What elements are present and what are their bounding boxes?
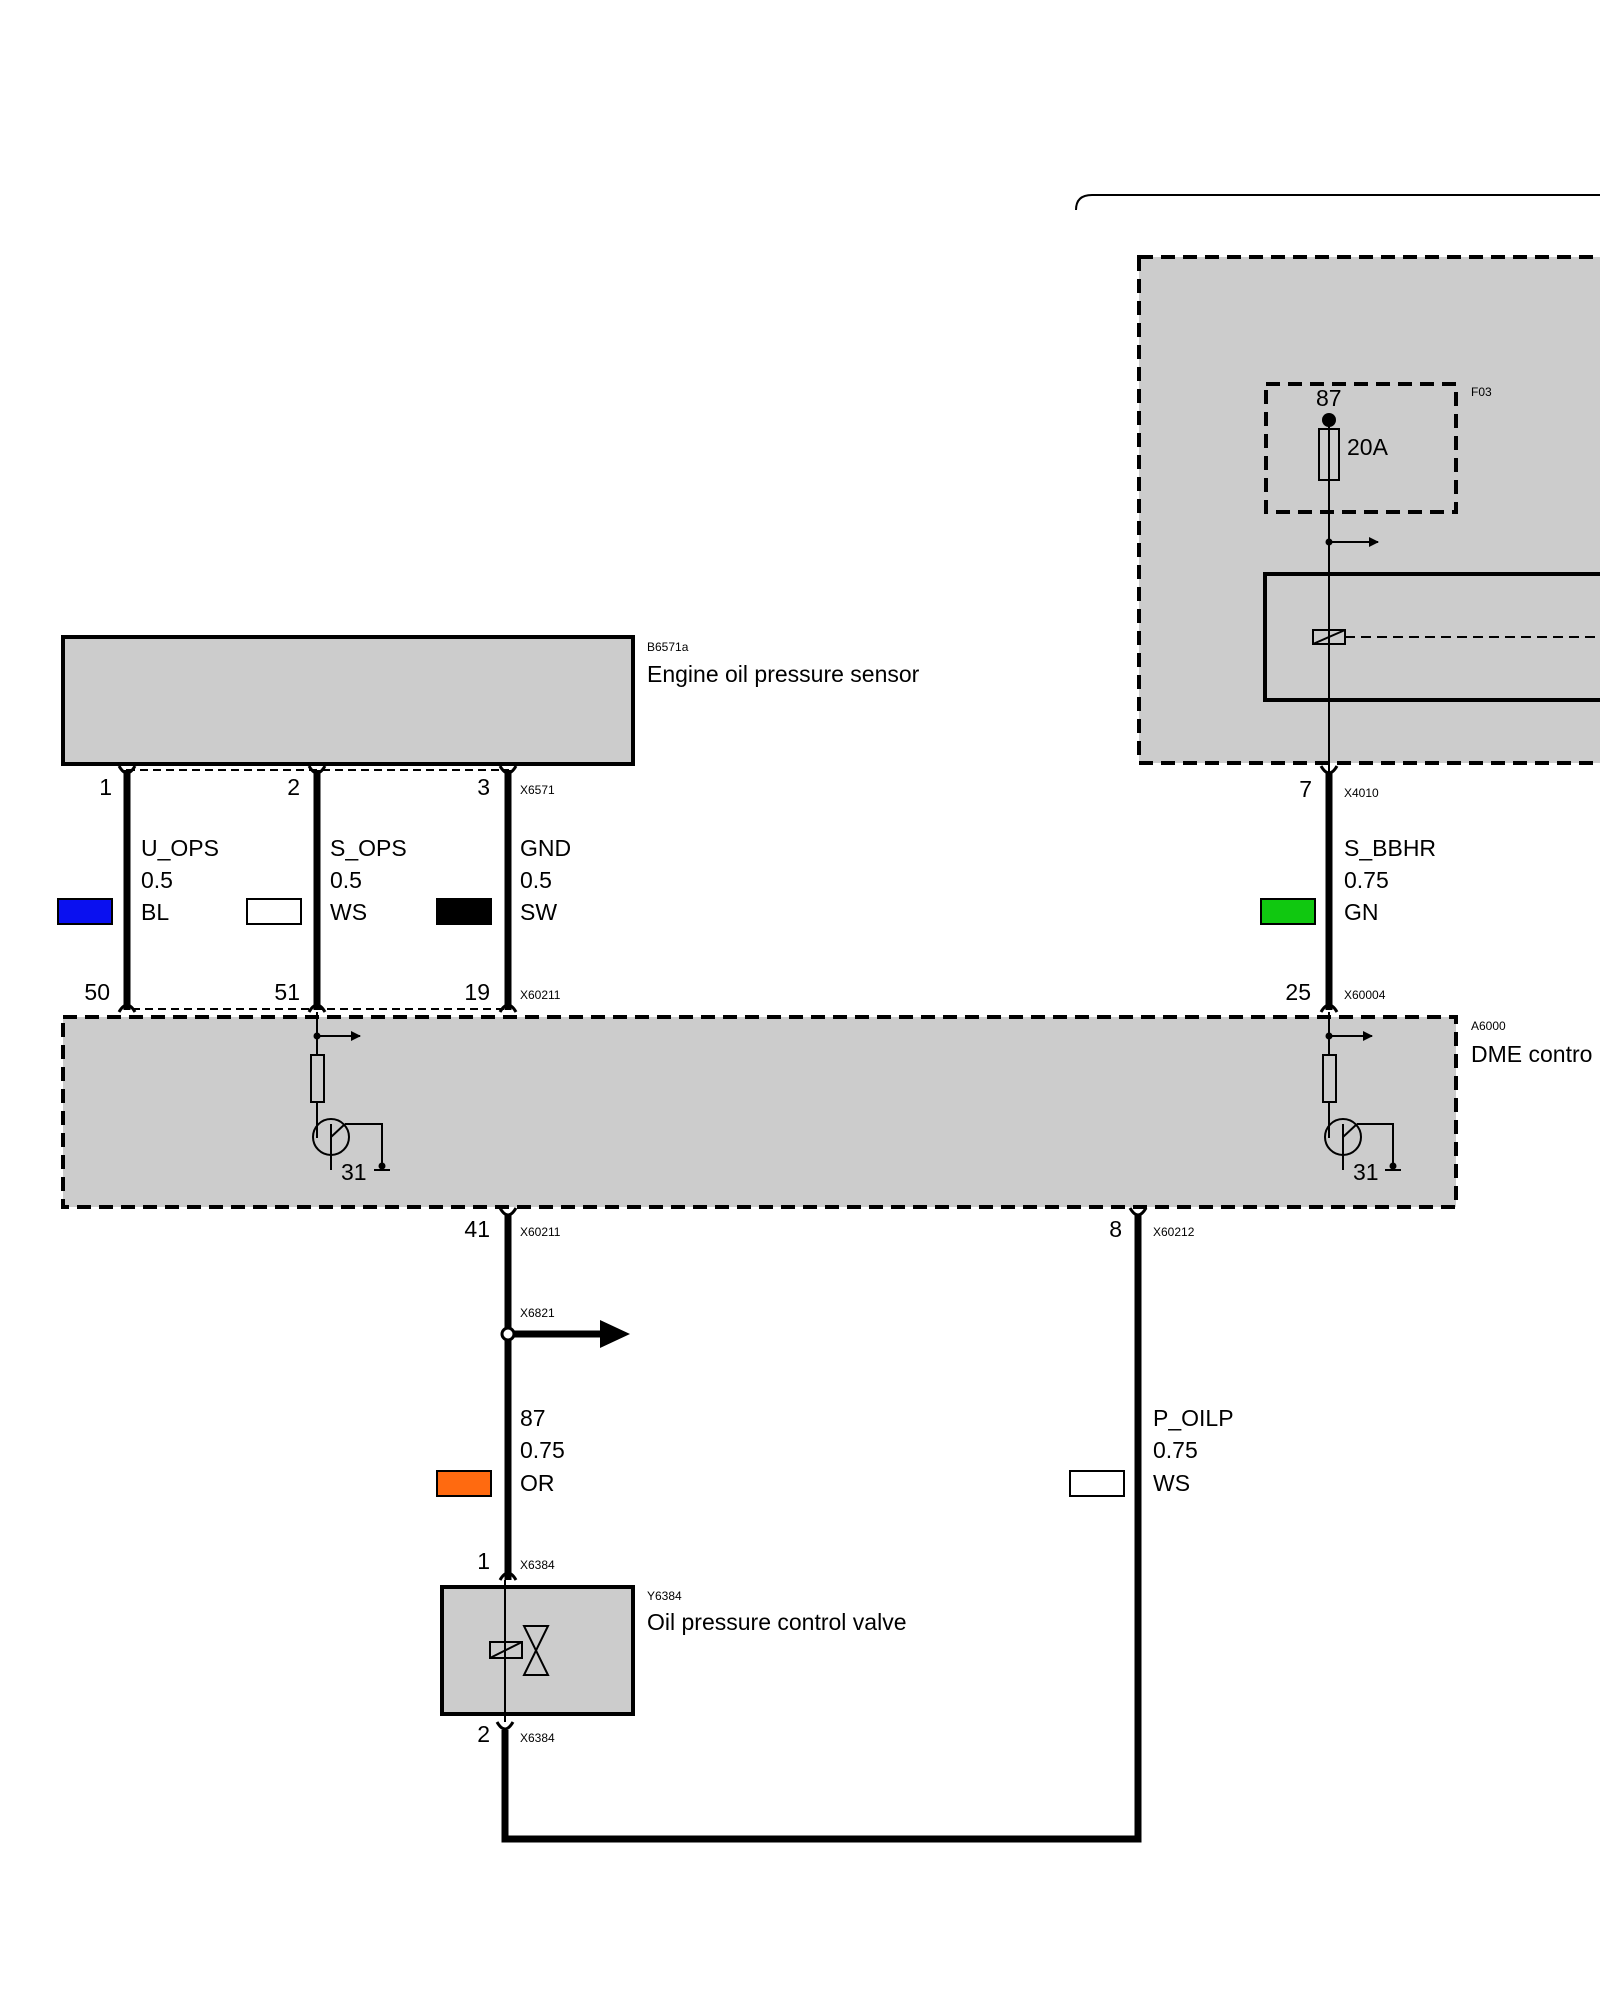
sensor-id: B6571a	[647, 640, 689, 654]
pin-label: 1	[99, 774, 112, 800]
pin-label: 7	[1299, 776, 1312, 802]
dme-id: A6000	[1471, 1019, 1506, 1033]
wire-color-swatch	[246, 898, 302, 925]
connector-label: X4010	[1344, 786, 1379, 800]
wire-signal: 87	[520, 1405, 546, 1431]
wire-color-swatch	[57, 898, 113, 925]
connector-hook	[307, 765, 327, 775]
wire-color-code: WS	[330, 899, 367, 925]
ground-label: 31	[341, 1159, 367, 1185]
relay-box	[1263, 572, 1600, 702]
connector-label: X6384	[520, 1731, 555, 1745]
connector-hook	[1319, 765, 1339, 775]
pin-label: 19	[464, 979, 490, 1005]
wire-signal: U_OPS	[141, 835, 219, 861]
transistor-lead	[330, 1123, 346, 1138]
wire-color-swatch	[436, 898, 492, 925]
connector-hook	[498, 1003, 518, 1013]
resistor-icon	[310, 1054, 325, 1103]
ground-node	[1389, 1162, 1397, 1170]
fuse-terminal: 87	[1316, 385, 1342, 411]
valve-name: Oil pressure control valve	[647, 1609, 907, 1635]
ground-label: 31	[1353, 1159, 1379, 1185]
dme-name: DME contro	[1471, 1041, 1592, 1067]
fuse-id: F03	[1471, 385, 1492, 399]
pin-label: 51	[274, 979, 300, 1005]
connector-hook	[498, 1571, 518, 1581]
transistor-lead	[1342, 1123, 1358, 1138]
fuse-box	[1264, 382, 1458, 514]
wire-size: 0.75	[1153, 1437, 1198, 1463]
connector-label: X6821	[520, 1306, 555, 1320]
relay-coil-slash	[1312, 629, 1346, 645]
connector-hook	[117, 765, 137, 775]
wire-color-code: OR	[520, 1470, 555, 1496]
resistor-icon	[1322, 1054, 1337, 1103]
pin-label: 41	[464, 1216, 490, 1242]
wire-color-code: GN	[1344, 899, 1379, 925]
pin-label: 25	[1285, 979, 1311, 1005]
connector-hook	[495, 1721, 515, 1731]
oil-pressure-control-valve	[440, 1585, 635, 1716]
connector-hook	[1128, 1207, 1148, 1217]
fuse-rating: 20A	[1347, 434, 1389, 460]
wire-signal: S_BBHR	[1344, 835, 1436, 861]
valve-id: Y6384	[647, 1589, 682, 1603]
wire-color-swatch	[1069, 1470, 1125, 1497]
connector-label: X60211	[520, 1225, 561, 1239]
pin-label: 2	[477, 1721, 490, 1747]
pin-label: 8	[1109, 1216, 1122, 1242]
pin-label: 2	[287, 774, 300, 800]
connector-label: X6384	[520, 1558, 555, 1572]
wire-size: 0.5	[330, 867, 362, 893]
wire-size: 0.75	[1344, 867, 1389, 893]
wire-color-swatch	[436, 1470, 492, 1497]
pin-label: 3	[477, 774, 490, 800]
wire-signal: S_OPS	[330, 835, 407, 861]
connector-hook	[307, 1003, 327, 1013]
valve-icon	[522, 1625, 550, 1676]
wire-color-code: BL	[141, 899, 169, 925]
splice-arrow-head	[600, 1320, 630, 1348]
connector-label: X60004	[1344, 988, 1386, 1002]
sensor-name: Engine oil pressure sensor	[647, 661, 920, 687]
ground-wire	[345, 1123, 383, 1167]
oil-pressure-sensor	[61, 635, 635, 766]
pin-label: 1	[477, 1548, 490, 1574]
connector-label: X6571	[520, 783, 555, 797]
top-bracket	[1075, 194, 1600, 211]
wire-size: 0.5	[141, 867, 173, 893]
ground-wire	[1357, 1123, 1394, 1167]
connector-hook	[498, 1207, 518, 1217]
wire-size: 0.5	[520, 867, 552, 893]
connector-hook	[498, 765, 518, 775]
wire-p-oilp	[501, 1215, 1142, 1843]
wire-signal: GND	[520, 835, 571, 861]
solenoid-coil-slash	[489, 1641, 523, 1659]
splice-node	[500, 1326, 516, 1342]
dme-control-unit	[61, 1015, 1458, 1209]
connector-label: X60211	[520, 988, 561, 1002]
wire-signal: P_OILP	[1153, 1405, 1234, 1431]
wire-color-code: WS	[1153, 1470, 1190, 1496]
connector-hook	[1319, 1003, 1339, 1013]
pin-label: 50	[84, 979, 110, 1005]
wire-size: 0.75	[520, 1437, 565, 1463]
solenoid-coil-icon	[489, 1641, 523, 1659]
wire-color-code: SW	[520, 899, 557, 925]
wire-color-swatch	[1260, 898, 1316, 925]
connector-label: X60212	[1153, 1225, 1195, 1239]
connector-hook	[117, 1003, 137, 1013]
ground-node	[378, 1162, 386, 1170]
